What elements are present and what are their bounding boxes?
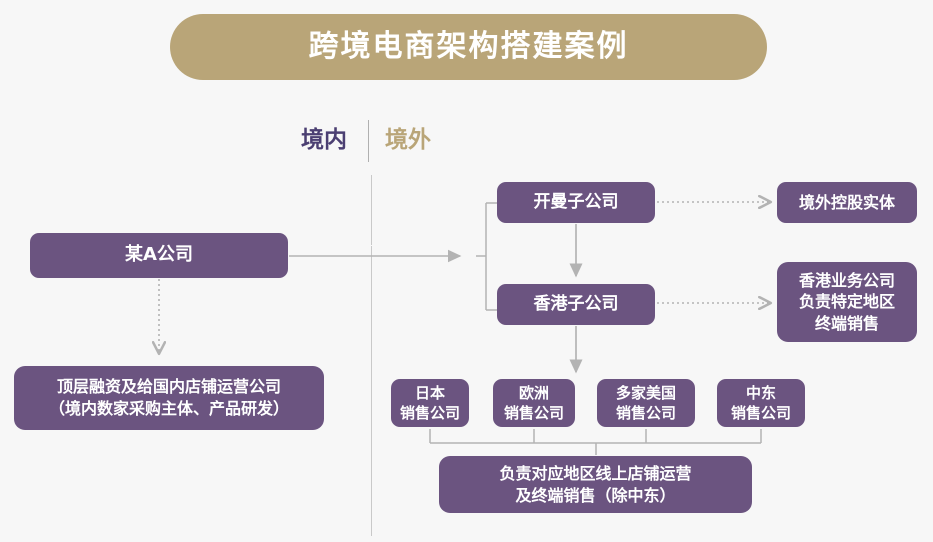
node-offshore-holding-entity-label: 境外控股实体 — [798, 192, 895, 212]
node-duty-summary-line-2: 及终端销售（除中东） — [515, 485, 676, 505]
node-hk-business-company-label: 香港业务公司 负责特定地区 终端销售 — [777, 270, 917, 335]
node-top-financing[interactable]: 顶层融资及给国内店铺运营公司 （境内数家采购主体、产品研发） — [14, 366, 324, 430]
connector-sales-to-duty-summary — [429, 429, 762, 455]
node-top-financing-label: 顶层融资及给国内店铺运营公司 （境内数家采购主体、产品研发） — [14, 376, 324, 419]
node-cayman-subsidiary[interactable]: 开曼子公司 — [497, 182, 655, 223]
page-title: 跨境电商架构搭建案例 — [308, 29, 629, 64]
node-sales-usa[interactable]: 多家美国 销售公司 — [597, 379, 695, 427]
region-divider — [368, 120, 369, 162]
node-sales-japan[interactable]: 日本 销售公司 — [391, 379, 469, 427]
node-sales-japan-label: 日本 销售公司 — [391, 383, 469, 424]
node-sales-usa-label: 多家美国 销售公司 — [597, 383, 695, 424]
node-hk-business-line-2: 负责特定地区 — [798, 292, 895, 312]
node-hk-business-line-3: 终端销售 — [814, 313, 879, 333]
node-sales-middle-east-label: 中东 销售公司 — [717, 383, 805, 424]
node-sales-usa-line-1: 多家美国 — [615, 383, 676, 402]
connector-company-a-to-split — [289, 202, 497, 311]
node-sales-middle-east-line-1: 中东 — [745, 383, 776, 402]
node-hk-business-line-1: 香港业务公司 — [798, 270, 895, 290]
node-sales-usa-line-2: 销售公司 — [615, 404, 676, 422]
region-label-domestic: 境内 — [301, 127, 347, 153]
region-axis-line-lower — [371, 246, 372, 536]
node-duty-summary-line-1: 负责对应地区线上店铺运营 — [499, 463, 692, 483]
node-sales-middle-east[interactable]: 中东 销售公司 — [717, 379, 805, 427]
node-sales-japan-line-1: 日本 — [414, 383, 445, 402]
node-offshore-holding-entity[interactable]: 境外控股实体 — [777, 182, 917, 223]
node-sales-europe-line-1: 欧洲 — [518, 383, 549, 402]
node-hk-business-company[interactable]: 香港业务公司 负责特定地区 终端销售 — [777, 262, 917, 342]
node-company-a-label: 某A公司 — [125, 244, 193, 266]
node-duty-summary-label: 负责对应地区线上店铺运营 及终端销售（除中东） — [439, 463, 752, 506]
node-duty-summary[interactable]: 负责对应地区线上店铺运营 及终端销售（除中东） — [439, 456, 752, 513]
node-top-financing-line-2: （境内数家采购主体、产品研发） — [48, 399, 289, 418]
region-label-overseas: 境外 — [385, 127, 431, 153]
node-company-a[interactable]: 某A公司 — [30, 233, 288, 278]
region-axis-line-upper — [371, 175, 372, 245]
node-sales-europe-line-2: 销售公司 — [503, 404, 564, 422]
node-sales-europe-label: 欧洲 销售公司 — [493, 383, 575, 424]
node-hongkong-subsidiary-label: 香港子公司 — [533, 294, 619, 315]
node-sales-middle-east-line-2: 销售公司 — [730, 404, 791, 422]
node-hongkong-subsidiary[interactable]: 香港子公司 — [497, 284, 655, 325]
node-sales-japan-line-2: 销售公司 — [399, 404, 460, 422]
node-sales-europe[interactable]: 欧洲 销售公司 — [493, 379, 575, 427]
node-cayman-subsidiary-label: 开曼子公司 — [533, 192, 619, 213]
node-top-financing-line-1: 顶层融资及给国内店铺运营公司 — [56, 377, 281, 397]
title-banner: 跨境电商架构搭建案例 — [170, 14, 767, 80]
